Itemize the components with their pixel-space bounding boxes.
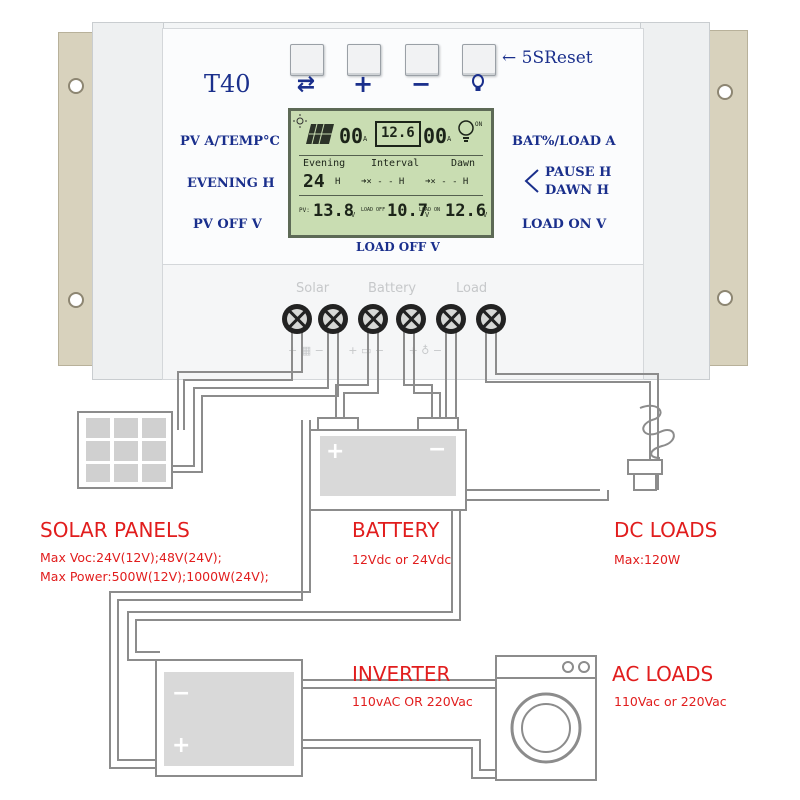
solar-panels-voc: Max Voc:24V(12V);48V(24V); bbox=[40, 550, 222, 565]
bulb-icon bbox=[627, 404, 675, 491]
svg-text:−: − bbox=[172, 681, 190, 706]
lcd-evening-unit: H bbox=[335, 177, 341, 187]
lcd-display: 00 A 12.6 00 A ON Evening Interval Dawn … bbox=[288, 108, 494, 238]
label-pause: PAUSE H bbox=[545, 165, 612, 180]
inverter-title: INVERTER bbox=[352, 662, 451, 686]
lcd-dawn-value: ➜× - - H bbox=[425, 177, 469, 187]
solar-panels-title: SOLAR PANELS bbox=[40, 518, 190, 542]
battery-negative-terminal[interactable] bbox=[396, 304, 426, 334]
solar-panel-icon bbox=[77, 411, 173, 489]
lcd-load-current: 00 bbox=[423, 124, 448, 148]
lcd-pv-current-unit: A bbox=[363, 135, 368, 143]
lcd-dawn-label: Dawn bbox=[451, 158, 476, 169]
label-load-off: LOAD OFF V bbox=[356, 240, 440, 254]
lcd-load-on-unit: V bbox=[483, 211, 488, 219]
ac-loads-title: AC LOADS bbox=[612, 662, 714, 686]
bulb-small-icon bbox=[460, 74, 496, 98]
mount-hole bbox=[68, 78, 84, 94]
lcd-interval-label: Interval bbox=[371, 158, 420, 169]
lcd-on-status: ON bbox=[475, 121, 483, 128]
lcd-battery-icon bbox=[375, 121, 421, 147]
battery-icon: + − bbox=[309, 417, 467, 511]
dc-loads-max: Max:120W bbox=[614, 552, 681, 567]
inverter-icon: − + bbox=[155, 659, 303, 777]
load-negative-terminal[interactable] bbox=[476, 304, 506, 334]
lcd-load-off-unit: V bbox=[425, 211, 430, 219]
plus-button[interactable] bbox=[347, 44, 381, 76]
label-bat-load: BAT%/LOAD A bbox=[512, 134, 616, 149]
lcd-load-on-voltage: 12.6 bbox=[445, 201, 486, 221]
swap-arrows-icon: ⇄ bbox=[296, 72, 316, 97]
label-dawn: DAWN H bbox=[545, 183, 610, 198]
mount-hole bbox=[717, 290, 733, 306]
lcd-interval-value: ➜× - - H bbox=[361, 177, 405, 187]
mount-hole bbox=[717, 84, 733, 100]
lcd-frame-line bbox=[299, 195, 483, 196]
reset-hint: ← 5SReset bbox=[502, 48, 593, 68]
solar-panels-power: Max Power:500W(12V);1000W(24V); bbox=[40, 569, 269, 584]
battery-voltage: 12Vdc or 24Vdc bbox=[352, 552, 452, 567]
lcd-bulb-icon bbox=[457, 119, 475, 143]
dc-loads-title: DC LOADS bbox=[614, 518, 718, 542]
lcd-pv-voltage: 13.8 bbox=[313, 201, 354, 221]
lcd-evening-hours: 24 bbox=[303, 171, 325, 192]
terminal-label-solar: Solar bbox=[296, 281, 330, 296]
minus-icon: − bbox=[410, 70, 432, 98]
solar-positive-terminal[interactable] bbox=[282, 304, 312, 334]
lcd-pv-current: 00 bbox=[339, 124, 364, 148]
terminal-label-battery: Battery bbox=[368, 281, 417, 296]
battery-positive-terminal[interactable] bbox=[358, 304, 388, 334]
solar-negative-terminal[interactable] bbox=[318, 304, 348, 334]
label-load-on: LOAD ON V bbox=[522, 217, 607, 232]
lcd-pv-voltage-unit: V bbox=[351, 211, 356, 219]
battery-title: BATTERY bbox=[352, 518, 440, 542]
svg-text:+: + bbox=[172, 733, 190, 758]
mount-hole bbox=[68, 292, 84, 308]
pause-dawn-arrow-icon bbox=[522, 166, 542, 196]
plus-icon: + bbox=[352, 70, 374, 98]
lcd-evening-label: Evening bbox=[303, 158, 346, 169]
label-evening: EVENING H bbox=[187, 176, 275, 191]
lcd-load-off-voltage: 10.7 bbox=[387, 201, 428, 221]
terminal-label-load: Load bbox=[456, 281, 488, 296]
lcd-load-current-unit: A bbox=[447, 135, 452, 143]
lcd-pv-label: PV: bbox=[299, 207, 310, 214]
light-button[interactable] bbox=[462, 44, 496, 76]
svg-text:+: + bbox=[326, 439, 344, 464]
label-pv-off: PV OFF V bbox=[193, 217, 262, 232]
mode-button[interactable] bbox=[290, 44, 324, 76]
svg-text:−: − bbox=[428, 437, 446, 462]
model-label: T40 bbox=[204, 70, 251, 98]
lcd-load-on-label: LOAD ON bbox=[419, 207, 441, 213]
washing-machine-icon bbox=[495, 655, 597, 781]
lcd-battery-voltage: 12.6 bbox=[381, 125, 415, 141]
minus-button[interactable] bbox=[405, 44, 439, 76]
case-left-shoulder bbox=[92, 22, 164, 380]
lcd-load-off-label: LOAD OFF bbox=[361, 207, 386, 213]
inverter-voltage: 110vAC OR 220Vac bbox=[352, 694, 473, 709]
load-positive-terminal[interactable] bbox=[436, 304, 466, 334]
lcd-panel-icon bbox=[305, 123, 335, 145]
ac-loads-voltage: 110Vac or 220Vac bbox=[614, 694, 727, 709]
label-pv-temp: PV A/TEMP°C bbox=[180, 134, 280, 149]
sun-icon bbox=[293, 113, 307, 128]
lcd-frame-line bbox=[299, 155, 483, 156]
